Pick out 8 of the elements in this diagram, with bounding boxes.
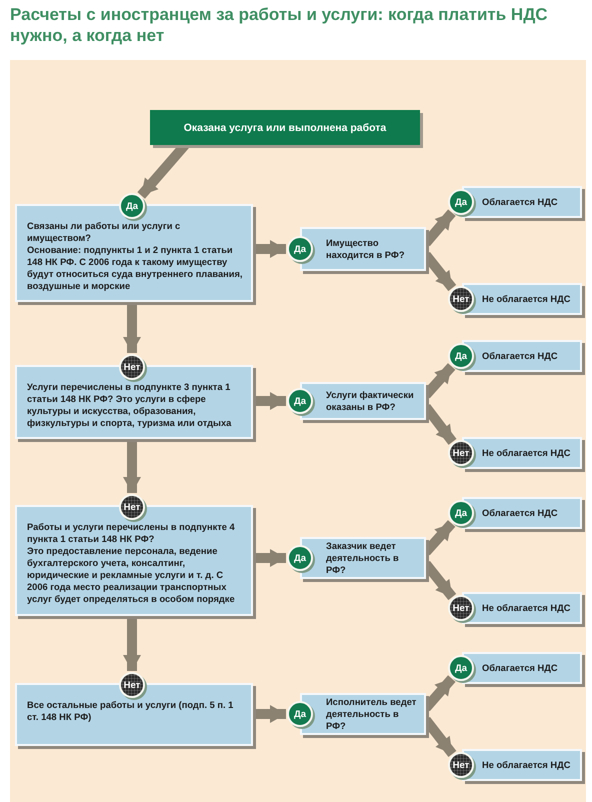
flow-arrow [253,240,286,258]
flow-arrow [123,302,141,353]
start-box: Оказана услуга или выполнена работа [150,110,420,145]
flow-arrow [253,392,286,410]
flow-arrow [253,705,286,723]
flow-arrow [123,439,141,493]
diagram-title: Расчеты с иностранцем за работы и услуги: когда платить НДС нужно, а когда нет [10,4,549,46]
flow-arrow [253,549,286,567]
